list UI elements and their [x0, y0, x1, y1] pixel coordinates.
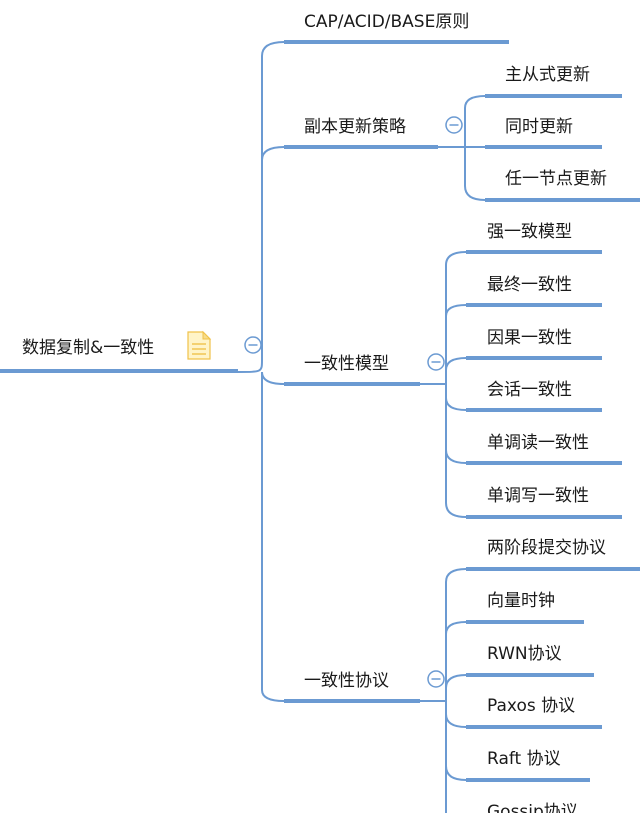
leaf-replica-1[interactable]: 同时更新 [485, 117, 602, 149]
leaf-protocol-3-label: Paxos 协议 [487, 696, 575, 716]
root-node[interactable]: 数据复制&一致性 [0, 330, 238, 373]
connector-root-protocol [261, 372, 285, 702]
branch-cap-label: CAP/ACID/BASE原则 [304, 12, 469, 32]
connector-root-cap [237, 41, 285, 373]
connector-replica-children [438, 95, 486, 201]
leaf-model-4-label: 单调读一致性 [487, 433, 589, 453]
leaf-model-5[interactable]: 单调写一致性 [466, 486, 622, 519]
leaf-replica-0[interactable]: 主从式更新 [485, 65, 622, 98]
collapse-replica-icon[interactable] [445, 116, 463, 134]
connector-protocol-children [420, 568, 467, 813]
branch-consistency-protocol-label: 一致性协议 [304, 671, 389, 691]
leaf-replica-2[interactable]: 任一节点更新 [485, 169, 640, 202]
leaf-model-1-label: 最终一致性 [487, 275, 572, 295]
leaf-replica-2-label: 任一节点更新 [505, 169, 607, 189]
branch-replica-label: 副本更新策略 [304, 117, 406, 137]
leaf-model-2[interactable]: 因果一致性 [466, 328, 602, 360]
leaf-model-1[interactable]: 最终一致性 [466, 275, 602, 307]
connector-model-children [420, 251, 467, 518]
leaf-model-4[interactable]: 单调读一致性 [466, 433, 622, 465]
branch-consistency-model-label: 一致性模型 [304, 354, 389, 374]
leaf-replica-1-label: 同时更新 [505, 117, 573, 137]
leaf-protocol-1[interactable]: 向量时钟 [466, 591, 584, 624]
connectors [237, 41, 486, 813]
leaf-model-0-label: 强一致模型 [487, 222, 572, 242]
leaf-model-0[interactable]: 强一致模型 [466, 222, 602, 254]
branch-consistency-protocol[interactable]: 一致性协议 [284, 671, 420, 703]
leaf-protocol-2[interactable]: RWN协议 [466, 644, 594, 677]
connector-root-model [261, 371, 285, 385]
collapse-consistency-protocol-icon[interactable] [427, 670, 445, 688]
leaf-model-3-label: 会话一致性 [487, 380, 572, 400]
leaf-protocol-5-label: Gossip协议 [487, 802, 578, 813]
branch-replica[interactable]: 副本更新策略 [284, 117, 438, 149]
collapse-root-icon[interactable] [244, 336, 262, 354]
leaf-protocol-0-label: 两阶段提交协议 [487, 538, 606, 558]
collapse-consistency-model-icon[interactable] [427, 353, 445, 371]
leaf-protocol-3[interactable]: Paxos 协议 [466, 696, 602, 729]
leaf-protocol-4[interactable]: Raft 协议 [466, 749, 590, 782]
leaf-model-5-label: 单调写一致性 [487, 486, 589, 506]
leaf-model-2-label: 因果一致性 [487, 328, 572, 348]
leaf-protocol-0[interactable]: 两阶段提交协议 [466, 538, 640, 571]
branch-consistency-model[interactable]: 一致性模型 [284, 354, 420, 386]
leaf-replica-0-label: 主从式更新 [505, 65, 590, 85]
leaf-model-3[interactable]: 会话一致性 [466, 380, 602, 412]
branch-cap[interactable]: CAP/ACID/BASE原则 [284, 12, 509, 44]
connector-root-replica [261, 146, 285, 161]
leaf-protocol-2-label: RWN协议 [487, 644, 562, 664]
leaf-protocol-1-label: 向量时钟 [487, 591, 555, 611]
note-icon[interactable] [187, 330, 212, 360]
leaf-protocol-5[interactable]: Gossip协议 [487, 802, 578, 813]
leaf-protocol-4-label: Raft 协议 [487, 749, 561, 769]
root-node-label: 数据复制&一致性 [22, 338, 154, 358]
